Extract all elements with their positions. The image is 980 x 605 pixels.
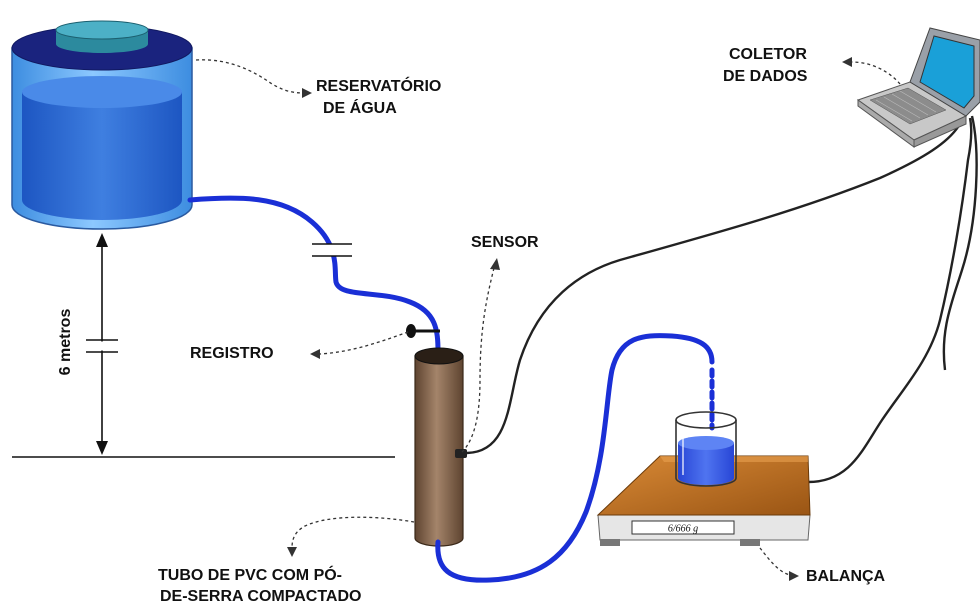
valve-icon: [406, 324, 440, 338]
collector-cable-2: [942, 115, 978, 371]
label-valve: REGISTRO: [190, 345, 274, 362]
annotation-arrows: [195, 57, 901, 581]
scale-display: 6/666 g: [668, 524, 698, 535]
laptop-icon: [856, 27, 980, 148]
label-collector-line1: COLETOR: [729, 46, 807, 63]
scale-cable: [807, 117, 973, 484]
water-tank-icon: [11, 20, 193, 230]
height-dimension-arrow: [86, 233, 118, 455]
label-reservoir-line1: RESERVATÓRIO: [316, 76, 441, 95]
label-tube-line2: DE-SERRA COMPACTADO: [160, 588, 361, 605]
hose-break-symbol: [312, 243, 352, 257]
sensor-icon: [455, 449, 467, 458]
label-sensor: SENSOR: [471, 234, 539, 251]
height-label: 6 metros: [57, 309, 74, 376]
label-collector-line2: DE DADOS: [723, 68, 808, 85]
label-scale: BALANÇA: [806, 568, 886, 585]
sensor-cable: [466, 119, 964, 455]
supply-hose: [187, 195, 441, 355]
outflow-hose: [435, 333, 715, 583]
beaker-icon: [675, 411, 737, 487]
label-tube-line1: TUBO DE PVC COM PÓ-: [158, 565, 342, 584]
label-reservoir-line2: DE ÁGUA: [323, 98, 397, 117]
pvc-tube-icon: [414, 347, 464, 547]
